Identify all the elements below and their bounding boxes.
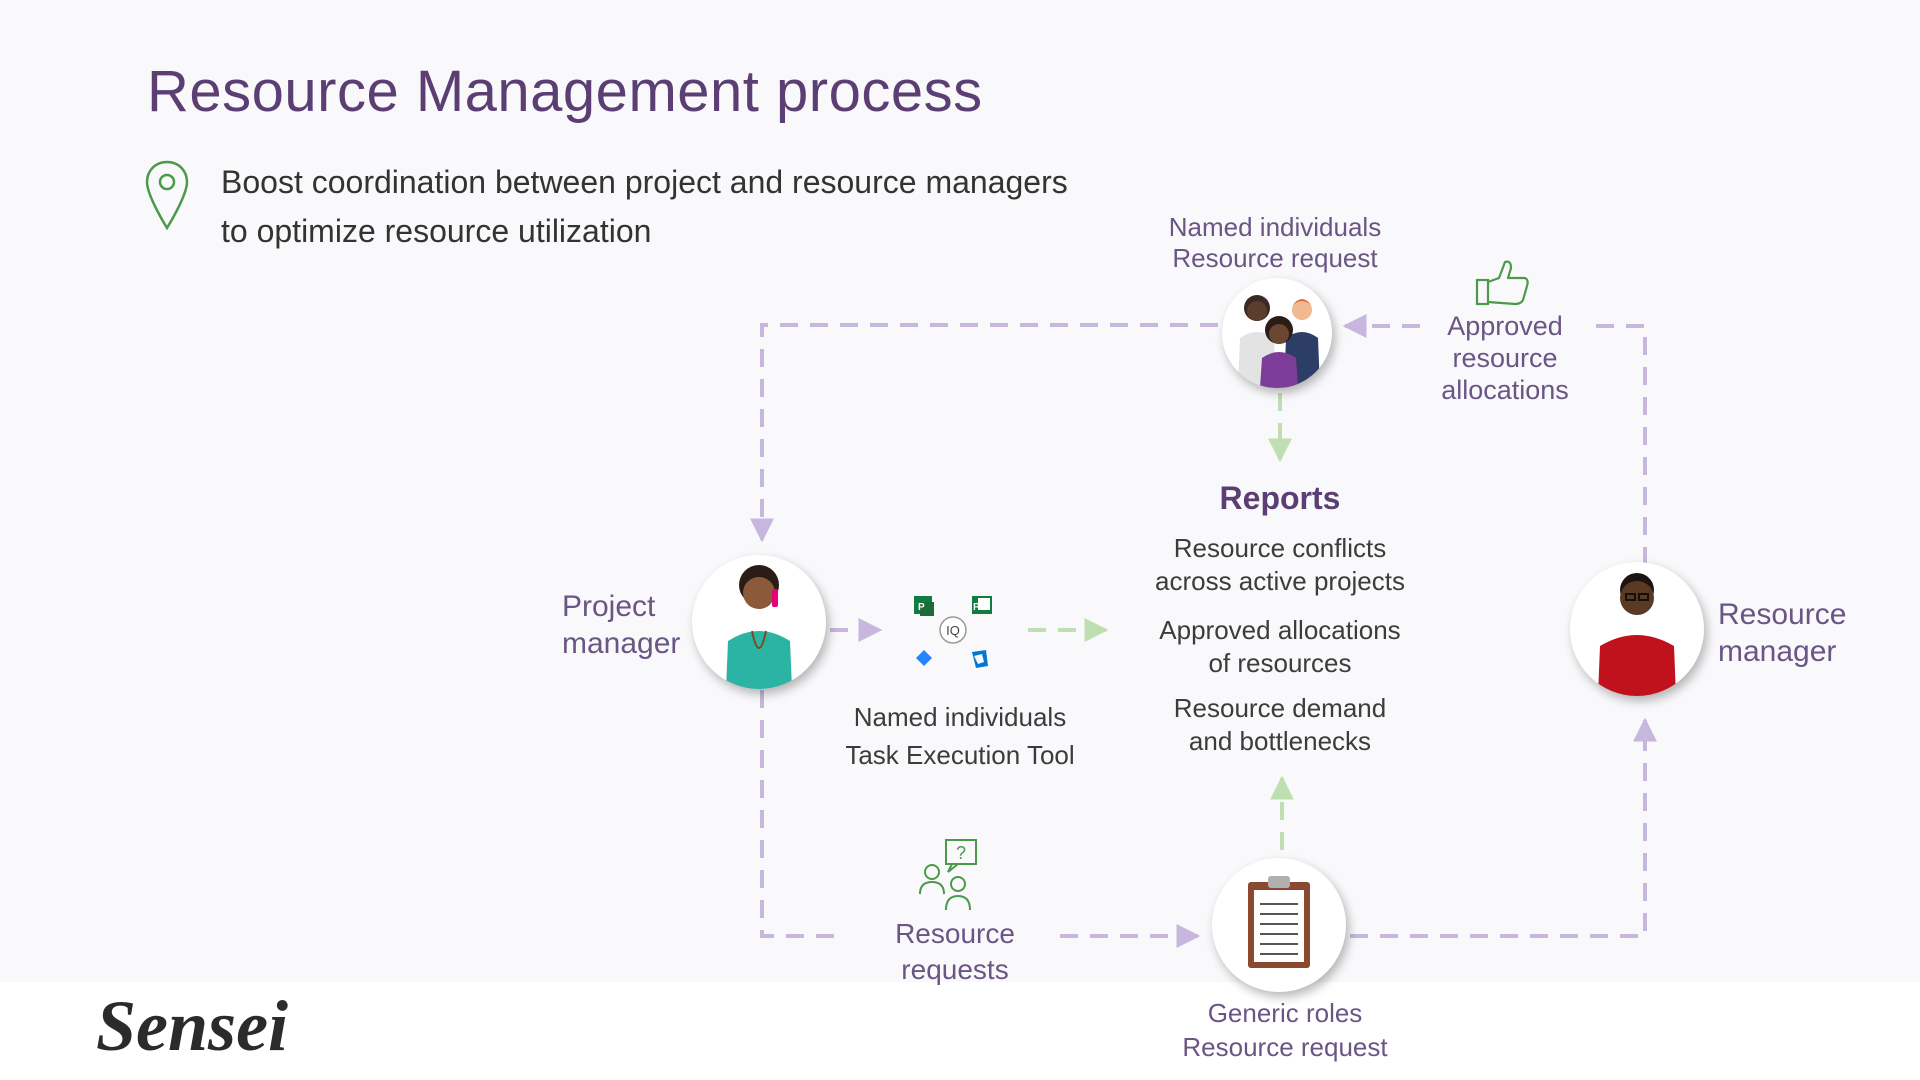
resource-manager-illustration <box>1598 573 1676 696</box>
reports-panel: Reports Resource conflicts across active… <box>1130 478 1430 758</box>
arrow-rm-to-named-request <box>1594 324 1647 565</box>
project-manager-line-2: manager <box>562 627 681 660</box>
approved-line-1: Approved <box>1447 311 1563 341</box>
project-manager-label: Project manager <box>562 588 680 662</box>
resource-requests-line-2: requests <box>901 954 1009 985</box>
svg-text:Sensei: Sensei <box>96 990 288 1066</box>
page-title: Resource Management process <box>147 59 983 124</box>
iq-badge-text: IQ <box>946 623 960 638</box>
generic-request-line-1: Generic roles <box>1207 998 1363 1028</box>
question-mark: ? <box>956 843 966 863</box>
subtitle: Boost coordination between project and r… <box>221 158 1068 256</box>
jira-icon <box>916 650 932 666</box>
arrow-named-request-to-pm <box>750 323 1218 543</box>
task-tool-line-2: Task Execution Tool <box>845 740 1075 770</box>
task-tool-icon-grid: P P IQ <box>908 592 998 672</box>
report-item-1-line-2: across active projects <box>1155 566 1405 596</box>
report-item: Resource conflicts across active project… <box>1130 532 1430 598</box>
resource-requests-label: Resource requests <box>850 916 1060 988</box>
report-item-3-line-2: and bottlenecks <box>1188 726 1372 756</box>
thumbs-up-icon <box>1475 260 1529 306</box>
generic-request-avatar <box>1212 858 1346 992</box>
sensei-logo: Sensei <box>96 990 288 1066</box>
named-request-label: Named individuals Resource request <box>1150 212 1400 274</box>
svg-text:P: P <box>973 602 980 613</box>
map-pin-icon <box>145 160 189 231</box>
azure-devops-icon <box>972 650 988 668</box>
task-tool-icons: P P IQ <box>914 596 992 668</box>
report-item: Resource demand and bottlenecks <box>1130 692 1430 758</box>
people-question-icon: ? <box>919 839 977 911</box>
svg-text:P: P <box>918 602 925 613</box>
project-app-icon-alt: P <box>972 596 992 614</box>
iq-badge <box>939 616 967 644</box>
resource-manager-avatar <box>1570 562 1704 696</box>
named-individuals-avatar <box>1222 278 1332 388</box>
footer-band <box>0 982 1920 1080</box>
project-manager-line-1: Project <box>562 590 656 623</box>
approved-line-3: allocations <box>1441 375 1569 405</box>
project-app-icon: P <box>914 596 934 616</box>
resource-manager-label: Resource manager <box>1718 596 1846 670</box>
report-item-2-line-1: Approved allocations <box>1159 615 1401 645</box>
approved-allocations-label: Approved resource allocations <box>1410 310 1600 406</box>
arrow-pm-to-requests <box>760 690 846 938</box>
named-request-line-1: Named individuals <box>1168 212 1382 242</box>
subtitle-line-2: to optimize resource utilization <box>221 213 652 249</box>
generic-request-line-2: Resource request <box>1182 1032 1388 1062</box>
task-tool-label: Named individuals Task Execution Tool <box>840 698 1080 774</box>
arrow-clipboard-to-rm <box>1350 717 1657 938</box>
report-item: Approved allocations of resources <box>1130 614 1430 680</box>
report-item-2-line-2: of resources <box>1208 648 1352 678</box>
project-manager-illustration <box>726 565 792 689</box>
named-request-line-2: Resource request <box>1172 243 1378 273</box>
reports-heading: Reports <box>1219 480 1341 516</box>
generic-request-label: Generic roles Resource request <box>1150 996 1420 1064</box>
resource-requests-line-1: Resource <box>895 918 1015 949</box>
people-group-illustration <box>1238 295 1320 388</box>
approved-line-2: resource <box>1452 343 1558 373</box>
clipboard-icon <box>1248 876 1310 968</box>
resource-manager-line-1: Resource <box>1718 598 1847 631</box>
report-item-1-line-1: Resource conflicts <box>1173 533 1387 563</box>
report-item-3-line-1: Resource demand <box>1173 693 1387 723</box>
resource-manager-line-2: manager <box>1718 635 1837 668</box>
project-manager-avatar <box>692 555 826 689</box>
task-tool-line-1: Named individuals <box>853 702 1067 732</box>
subtitle-line-1: Boost coordination between project and r… <box>221 164 1068 200</box>
